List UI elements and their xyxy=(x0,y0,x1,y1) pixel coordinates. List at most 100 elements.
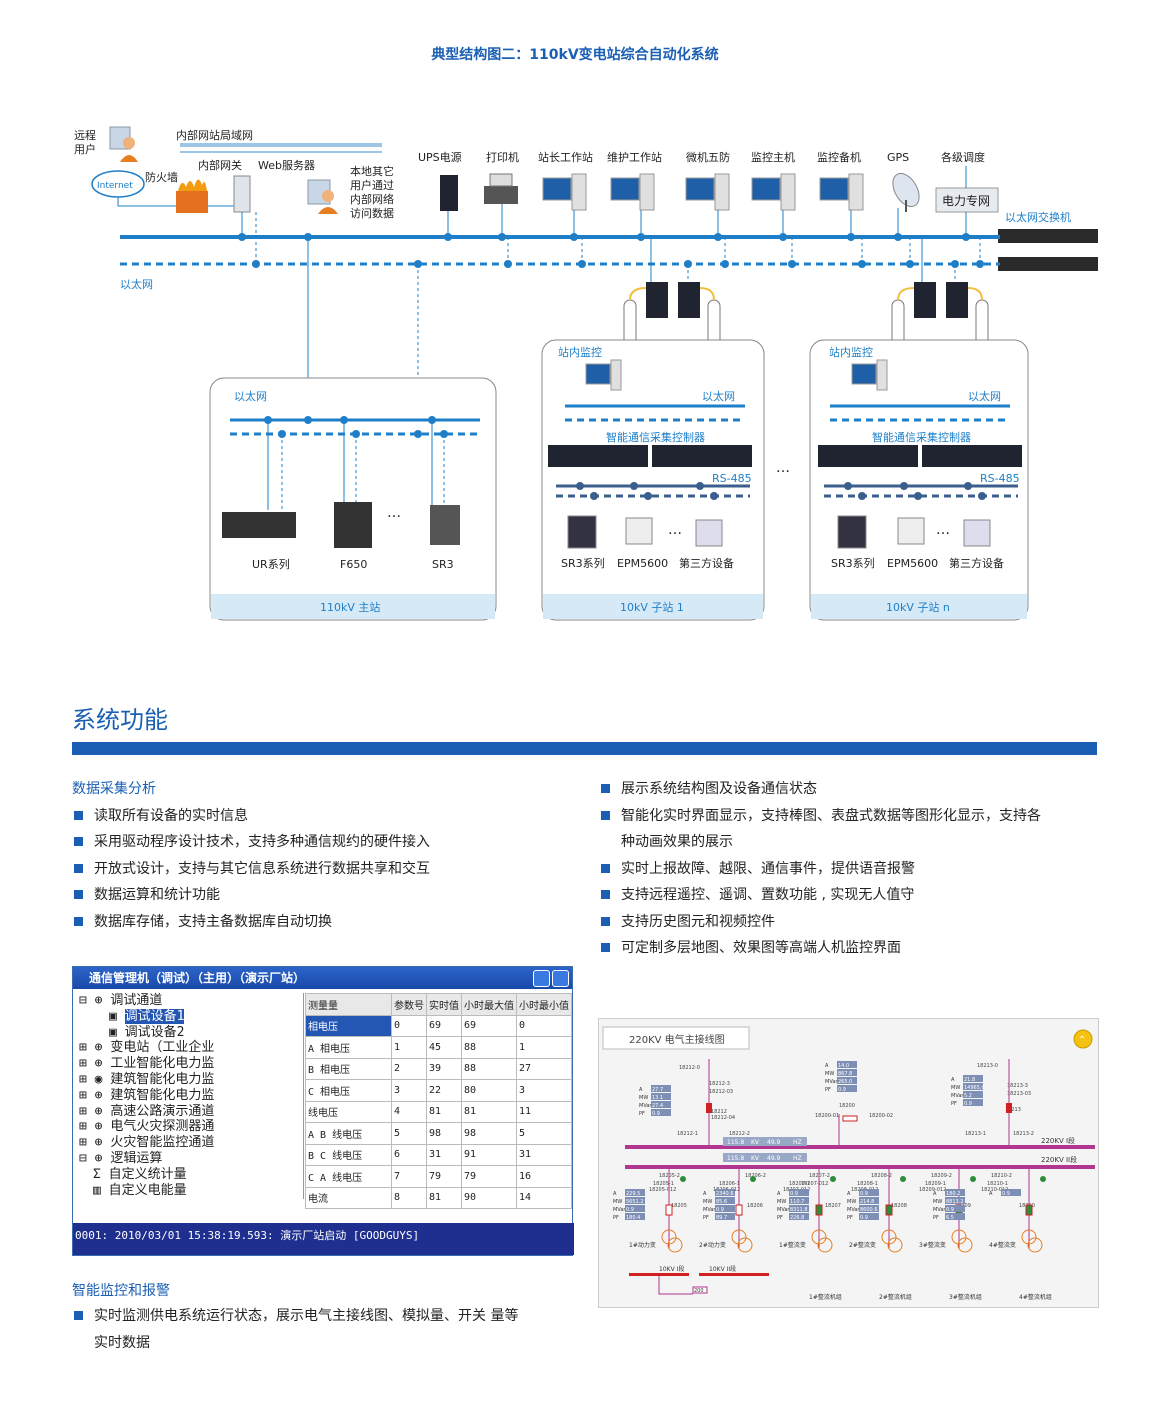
breaker-symbol xyxy=(735,1204,743,1216)
firewall-label: 防火墙 xyxy=(145,170,178,184)
device-ups: UPS电源 xyxy=(418,150,462,164)
transformer-winding xyxy=(667,1237,683,1253)
comm-manager-window: 通信管理机（调试）（主用）（演示厂站） ⊟ ⊕ 调试通道 ▣ 调试设备1 ▣ 调… xyxy=(72,966,574,1256)
feeder-label: 1#整流变 xyxy=(779,1241,806,1249)
tree-item[interactable]: ⊞ ⊕ 工业智能化电力监 xyxy=(79,1056,215,1072)
device-printer: 打印机 xyxy=(486,150,519,164)
transformer-winding xyxy=(1027,1237,1043,1253)
tree-item[interactable]: ⊞ ⊕ 建筑智能化电力监 xyxy=(79,1087,215,1103)
readout-cell xyxy=(651,1101,671,1108)
readout-cell xyxy=(837,1061,857,1068)
col-header[interactable]: 小时最大值 xyxy=(461,993,517,1016)
col-header[interactable]: 参数号 xyxy=(391,993,427,1016)
gateway-server-icon xyxy=(233,175,251,213)
lv-bus-2 xyxy=(699,1273,769,1276)
readout-value: 0.9 xyxy=(652,1111,660,1117)
param-label: PF xyxy=(777,1215,783,1221)
tree-item[interactable]: ⊟ ⊕ 逻辑运算 xyxy=(79,1150,163,1166)
device-monitor-backup: 监控备机 xyxy=(817,150,861,164)
param-label: MVar xyxy=(777,1207,790,1213)
minimize-button[interactable] xyxy=(533,970,550,987)
left-heading: 数据采集分析 xyxy=(72,781,156,797)
tree-item[interactable]: ▥ 自定义电能量 xyxy=(93,1182,187,1198)
tree-item[interactable]: ⊞ ⊕ 高速公路演示通道 xyxy=(79,1103,215,1119)
switch-label: 18212-03 xyxy=(709,1089,733,1095)
switch-label: 18212 xyxy=(711,1109,727,1115)
monitor-list: 实时监测供电系统运行状态，展示电气主接线图、模拟量、开关 量等 实时数据 xyxy=(72,1303,572,1356)
switch-label: 18213 xyxy=(1005,1107,1021,1113)
sub1-dev-sr3: SR3系列 xyxy=(561,556,605,570)
section-title: 系统功能 xyxy=(72,706,168,734)
param-label: MVar xyxy=(703,1207,716,1213)
scada-title-box xyxy=(602,1026,750,1050)
tree-item[interactable]: ⊞ ⊕ 火灾智能监控通道 xyxy=(79,1135,215,1151)
param-label: A xyxy=(613,1191,617,1197)
tree-item[interactable]: ⊞ ◉ 建筑智能化电力监 xyxy=(79,1071,215,1087)
readout-value: 226.8 xyxy=(790,1215,804,1221)
main-station-name: 110kV 主站 xyxy=(320,600,380,614)
readout-cell xyxy=(945,1189,965,1196)
channel-tree[interactable]: ⊟ ⊕ 调试通道 ▣ 调试设备1 ▣ 调试设备2 ⊞ ⊕ 变电站（工业企业 ⊞ … xyxy=(75,993,304,1199)
tree-item[interactable]: ⊞ ⊕ 变电站（工业企业 xyxy=(79,1040,215,1056)
sub1-monitor-label: 站内监控 xyxy=(558,345,602,359)
tree-item[interactable]: ▣ 调试设备2 xyxy=(109,1024,185,1040)
monitor-item-cont: 实时数据 xyxy=(94,1334,150,1351)
col-header[interactable]: 测量量 xyxy=(305,993,392,1016)
switch-icon-2 xyxy=(998,257,1098,271)
collapse-up-icon[interactable] xyxy=(1073,1029,1093,1049)
sub1-ethernet-label: 以太网 xyxy=(702,390,735,403)
svg-text:HZ: HZ xyxy=(793,1155,802,1162)
lv-bus-label-1: 10KV I段 xyxy=(659,1265,684,1273)
subn-rs485-label: RS-485 xyxy=(980,472,1020,485)
breaker-symbol xyxy=(1025,1204,1033,1216)
readout-cell xyxy=(625,1205,645,1212)
subn-monitor-label: 站内监控 xyxy=(829,345,873,359)
sr3-relay-icon xyxy=(430,505,460,545)
device-gps: GPS xyxy=(887,151,909,164)
param-label: MW xyxy=(639,1095,648,1101)
param-label: PF xyxy=(933,1215,939,1221)
readout-cell xyxy=(789,1197,809,1204)
switch-label: 18209-1 xyxy=(925,1181,946,1187)
local-users-4: 访问数据 xyxy=(350,206,394,220)
param-label: A xyxy=(847,1191,851,1197)
maximize-button[interactable] xyxy=(552,970,569,987)
status-indicator xyxy=(750,1176,756,1182)
param-label: PF xyxy=(703,1215,709,1221)
tree-item[interactable]: Σ 自定义统计量 xyxy=(93,1166,187,1182)
ethernet-label: 以太网 xyxy=(120,278,153,291)
left-item: 采用驱动程序设计技术，支持多种通信规约的硬件接入 xyxy=(72,829,572,856)
breaker-symbol xyxy=(665,1204,673,1216)
param-label: MW xyxy=(777,1199,786,1205)
tree-item[interactable]: ⊟ ⊕ 调试通道 xyxy=(79,993,163,1008)
col-header[interactable]: 小时最小值 xyxy=(516,993,572,1016)
tree-item[interactable]: ⊞ ⊕ 电气火灾探测器通 xyxy=(79,1119,215,1135)
workstation-icon xyxy=(542,173,864,211)
switch-label: 18205 xyxy=(671,1203,687,1209)
device-maint-ws: 维护工作站 xyxy=(607,150,662,164)
main-dev-ur: UR系列 xyxy=(252,557,290,571)
param-label: A xyxy=(989,1191,993,1197)
col-header[interactable]: 实时值 xyxy=(426,993,462,1016)
left-item: 数据运算和统计功能 xyxy=(72,882,572,909)
feeder-label: 2#动力变 xyxy=(699,1241,726,1249)
internet-cloud-icon: Internet xyxy=(91,170,145,198)
transformer-winding xyxy=(957,1237,973,1253)
readout-value: 5651.2 xyxy=(626,1199,644,1205)
tree-item[interactable]: ▣ 调试设备1 xyxy=(109,1008,185,1024)
breaker-symbol xyxy=(815,1204,823,1216)
readout-value: 8600.6 xyxy=(860,1207,878,1213)
readout-value: 2340.6 xyxy=(716,1191,734,1197)
sub1-dev-third: 第三方设备 xyxy=(679,556,734,570)
param-label: MW xyxy=(825,1071,834,1077)
right-item: 支持历史图元和视频控件 xyxy=(599,909,1099,936)
